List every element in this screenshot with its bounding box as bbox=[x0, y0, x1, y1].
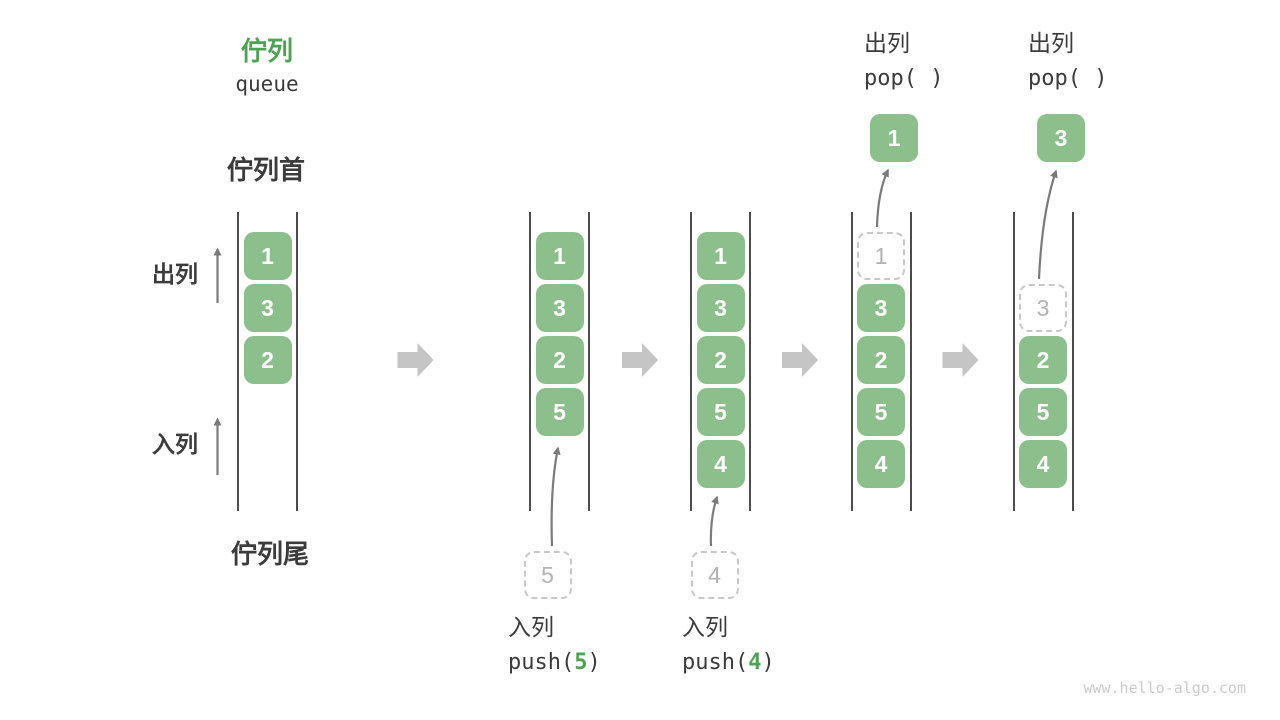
queue-cell: 3 bbox=[857, 284, 905, 332]
queue-cell: 5 bbox=[696, 388, 745, 436]
operation-name: 入列 bbox=[682, 614, 728, 640]
operation-code: pop( ) bbox=[864, 66, 944, 91]
queue-rails bbox=[850, 212, 912, 511]
incoming-element: 5 bbox=[523, 551, 572, 599]
queue-cell: 3 bbox=[535, 284, 584, 332]
operation-name: 出列 bbox=[1028, 30, 1074, 56]
queue-cell: 2 bbox=[535, 336, 584, 384]
label-queue-front: 佇列首 bbox=[227, 155, 306, 185]
operation-name: 出列 bbox=[864, 30, 910, 56]
state-transition-arrow bbox=[782, 343, 818, 377]
diagram-title-zh: 佇列 bbox=[240, 36, 294, 66]
watermark: www.hello-algo.com bbox=[1083, 679, 1246, 697]
queue-rails bbox=[237, 212, 298, 511]
queue-cell: 1 bbox=[857, 232, 905, 280]
queue-rails bbox=[690, 212, 751, 511]
queue-cell: 2 bbox=[243, 336, 292, 384]
operation-code: pop( ) bbox=[1028, 66, 1108, 91]
queue-rails bbox=[1012, 212, 1074, 511]
queue-cell: 2 bbox=[857, 336, 905, 384]
queue-cell: 1 bbox=[535, 232, 584, 280]
state-transition-arrow bbox=[942, 343, 979, 377]
label-enqueue-direction: 入列 bbox=[152, 431, 198, 457]
queue-cell: 2 bbox=[696, 336, 745, 384]
queue-cell: 4 bbox=[857, 440, 905, 488]
queue-cell: 3 bbox=[1019, 284, 1067, 332]
queue-cell: 2 bbox=[1019, 336, 1067, 384]
popped-element: 3 bbox=[1037, 114, 1085, 162]
push-operation-label: 入列 push(5) bbox=[508, 616, 601, 674]
diagram-title-en: queue bbox=[235, 72, 299, 96]
queue-cell: 3 bbox=[696, 284, 745, 332]
label-queue-rear: 佇列尾 bbox=[231, 539, 310, 569]
operation-code: push(4) bbox=[682, 650, 775, 675]
incoming-element: 4 bbox=[690, 551, 739, 599]
operation-argument: 4 bbox=[748, 650, 762, 675]
state-transition-arrow bbox=[622, 343, 658, 377]
push-operation-label: 入列 push(4) bbox=[682, 616, 775, 674]
operation-argument: 5 bbox=[574, 650, 588, 675]
queue-cell: 3 bbox=[243, 284, 292, 332]
queue-cell: 5 bbox=[1019, 388, 1067, 436]
operation-name: 入列 bbox=[508, 614, 554, 640]
queue-cell: 1 bbox=[696, 232, 745, 280]
state-transition-arrow bbox=[397, 343, 434, 377]
label-dequeue-direction: 出列 bbox=[152, 261, 198, 287]
pop-operation-label: 出列 pop( ) bbox=[864, 32, 943, 90]
queue-cell: 5 bbox=[857, 388, 905, 436]
queue-cell: 5 bbox=[535, 388, 584, 436]
operation-code: push(5) bbox=[508, 650, 601, 675]
queue-rails bbox=[529, 212, 590, 511]
popped-element: 1 bbox=[870, 114, 918, 162]
queue-cell: 4 bbox=[1019, 440, 1067, 488]
queue-cell: 1 bbox=[243, 232, 292, 280]
pop-operation-label: 出列 pop( ) bbox=[1028, 32, 1107, 90]
queue-cell: 4 bbox=[696, 440, 745, 488]
